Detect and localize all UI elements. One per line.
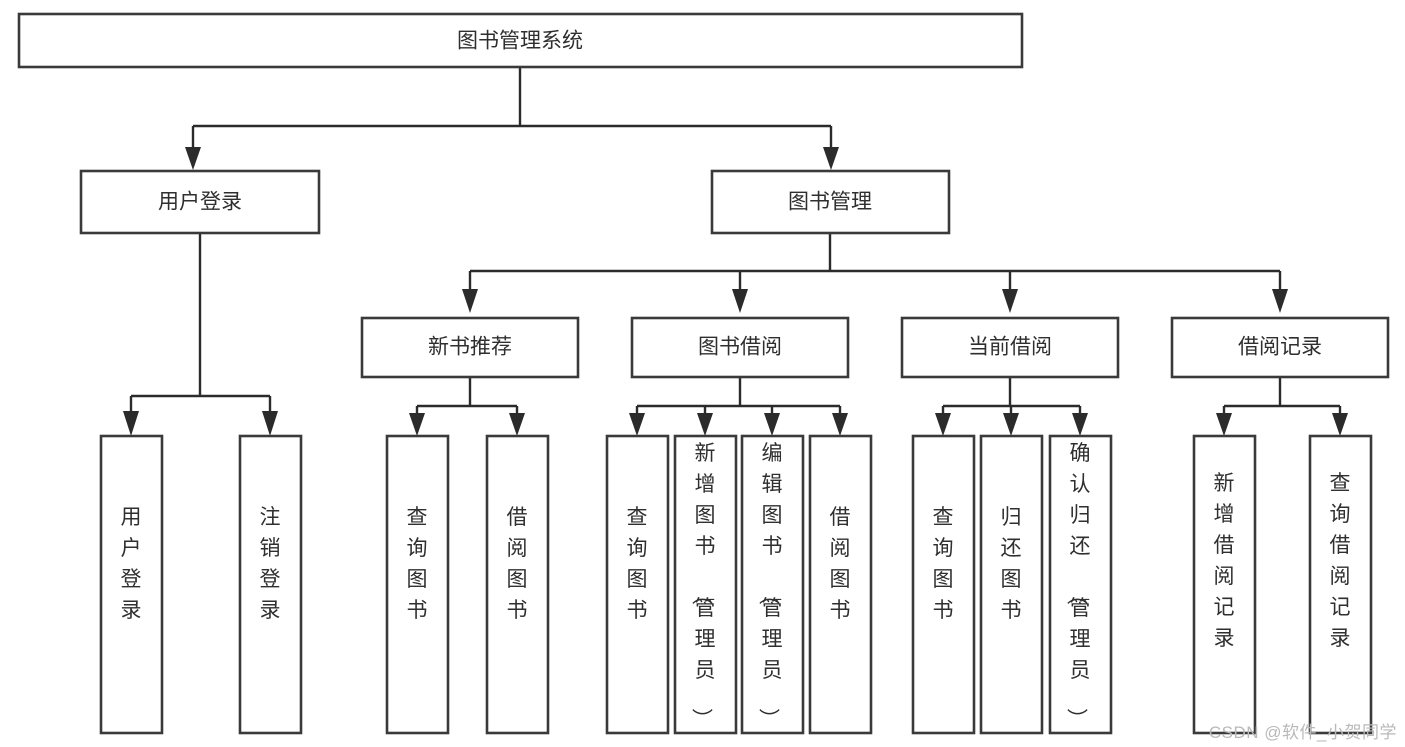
connector-current-borrow-to-leaves [935,377,1088,436]
leaf-query-book-1-label: 查询图书 [407,506,428,622]
leaf-confirm-return-label: 确认归还（管理员） [1065,442,1091,729]
leaf-return-book-label: 归还图书 [1001,506,1022,622]
leaf-query-book-2[interactable]: 查询图书 [605,434,670,735]
node-current-borrow[interactable]: 当前借阅 [900,316,1120,379]
leaf-query-book-2-label: 查询图书 [627,506,648,622]
connector-book-borrow-to-leaves [629,377,848,436]
leaf-add-book-label: 新增图书（管理员） [690,442,716,729]
leaf-add-record-label: 新增借阅记录 [1214,472,1235,650]
leaf-user-login[interactable]: 用户登录 [99,434,164,735]
leaf-borrow-book-2[interactable]: 借阅图书 [808,434,873,735]
node-borrow-record-label: 借阅记录 [1238,336,1322,359]
leaf-borrow-book-1[interactable]: 借阅图书 [485,434,550,735]
leaf-user-logout-label: 注销登录 [260,506,281,622]
leaf-query-record[interactable]: 查询借阅记录 [1308,434,1373,735]
leaf-borrow-book-2-label: 借阅图书 [830,506,851,622]
leaf-user-login-label: 用户登录 [121,506,142,622]
connector-borrow-record-to-leaves [1216,377,1348,436]
node-user-login-label: 用户登录 [158,191,242,214]
leaf-add-record[interactable]: 新增借阅记录 [1192,434,1257,735]
node-root[interactable]: 图书管理系统 [17,12,1024,69]
node-book-borrow-label: 图书借阅 [698,336,782,359]
connector-book-manage-to-level3 [462,233,1288,313]
leaf-add-book[interactable]: 新增图书（管理员） [673,434,738,735]
connector-root-to-level2 [185,67,839,170]
connector-user-login-to-leaves [123,233,278,436]
leaf-query-book-3[interactable]: 查询图书 [911,434,976,735]
leaf-query-record-label: 查询借阅记录 [1330,472,1351,650]
node-new-book-recommend-label: 新书推荐 [428,336,512,359]
leaf-return-book[interactable]: 归还图书 [979,434,1044,735]
node-user-login[interactable]: 用户登录 [79,169,321,235]
node-new-book-recommend[interactable]: 新书推荐 [360,316,580,379]
leaf-edit-book-label: 编辑图书（管理员） [757,442,783,729]
node-book-manage-label: 图书管理 [788,191,872,214]
connector-new-book-to-leaves [409,377,525,436]
node-current-borrow-label: 当前借阅 [968,336,1052,359]
node-root-label: 图书管理系统 [457,30,583,53]
leaf-user-logout[interactable]: 注销登录 [238,434,303,735]
watermark-text: CSDN @软件_小贺同学 [1208,723,1397,742]
leaf-query-book-3-label: 查询图书 [933,506,954,622]
leaf-confirm-return[interactable]: 确认归还（管理员） [1048,434,1113,735]
leaf-borrow-book-1-label: 借阅图书 [507,506,528,622]
node-book-manage[interactable]: 图书管理 [710,169,951,235]
node-book-borrow[interactable]: 图书借阅 [630,316,850,379]
leaf-query-book-1[interactable]: 查询图书 [385,434,450,735]
node-borrow-record[interactable]: 借阅记录 [1170,316,1390,379]
leaf-edit-book[interactable]: 编辑图书（管理员） [740,434,805,735]
